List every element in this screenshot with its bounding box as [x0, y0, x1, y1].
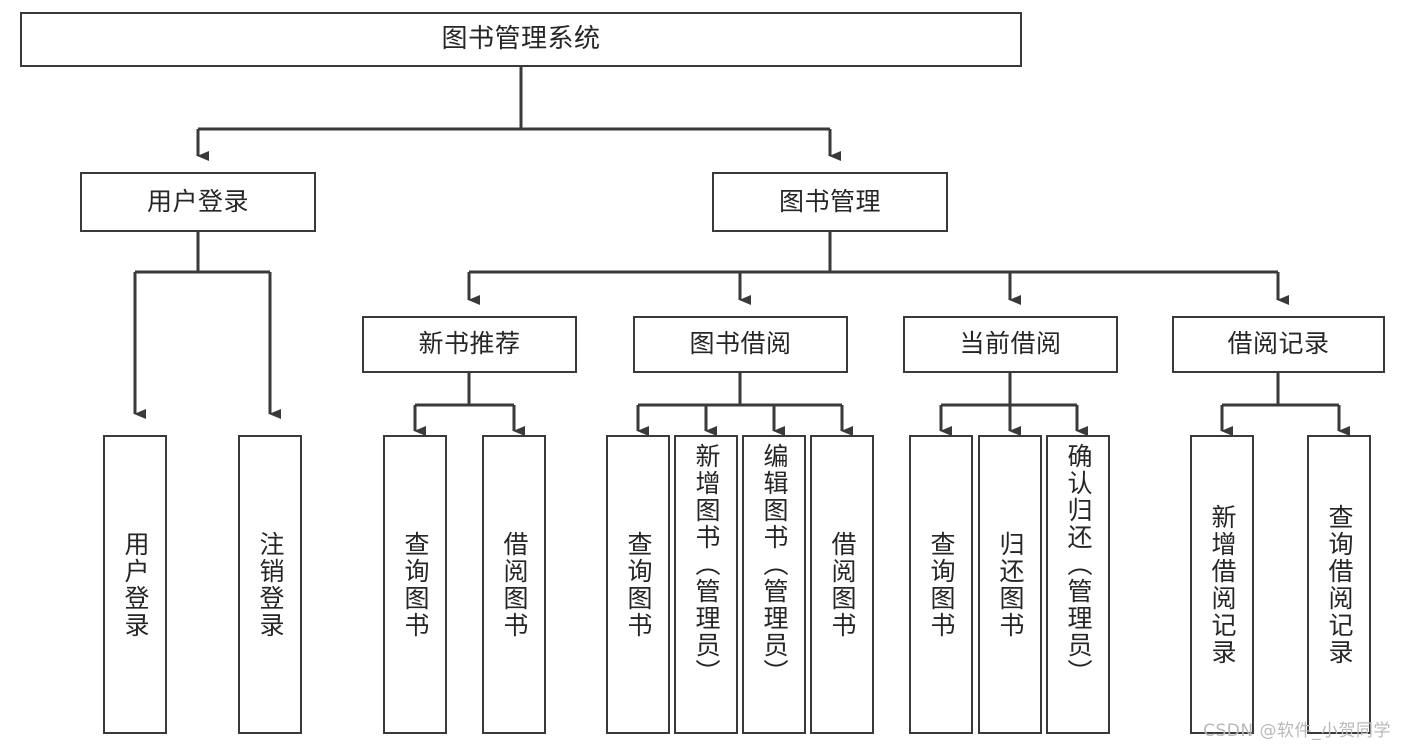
node-book-borrow[interactable]: 图书借阅: [633, 316, 848, 373]
leaf-query-book-borrow[interactable]: 查询图书: [606, 435, 670, 734]
leaf-borrow-book-recommend[interactable]: 借阅图书: [482, 435, 546, 734]
node-label: 借阅图书: [828, 530, 857, 639]
node-root-book-management-system[interactable]: 图书管理系统: [20, 12, 1022, 67]
node-label: 当前借阅: [959, 329, 1062, 359]
leaf-query-book-recommend[interactable]: 查询图书: [383, 435, 447, 734]
leaf-edit-book-admin[interactable]: 编辑图书（管理员）: [742, 435, 806, 734]
node-borrow-record[interactable]: 借阅记录: [1172, 316, 1385, 373]
node-label: 查询借阅记录: [1325, 503, 1354, 666]
leaf-query-borrow-record[interactable]: 查询借阅记录: [1307, 435, 1371, 734]
node-label: 注销登录: [256, 530, 285, 639]
node-label: 查询图书: [401, 530, 430, 639]
node-label: 新增借阅记录: [1208, 503, 1237, 666]
node-label: 图书管理系统: [441, 23, 601, 54]
node-book-management[interactable]: 图书管理: [712, 172, 948, 232]
node-label: 用户登录: [146, 186, 249, 216]
leaf-add-book-admin[interactable]: 新增图书（管理员）: [674, 435, 738, 734]
node-label: 图书借阅: [689, 329, 792, 359]
node-current-borrow[interactable]: 当前借阅: [903, 316, 1118, 373]
node-label: 新书推荐: [418, 329, 521, 359]
node-label: 新增图书（管理员）: [692, 443, 721, 686]
node-new-book-recommend[interactable]: 新书推荐: [362, 316, 577, 373]
node-label: 确认归还（管理员）: [1064, 443, 1093, 686]
node-user-login[interactable]: 用户登录: [80, 172, 316, 232]
node-label: 编辑图书（管理员）: [760, 443, 789, 686]
leaf-logout-login[interactable]: 注销登录: [238, 435, 302, 734]
leaf-return-book[interactable]: 归还图书: [978, 435, 1042, 734]
node-label: 查询图书: [624, 530, 653, 639]
node-label: 查询图书: [927, 530, 956, 639]
node-label: 借阅记录: [1227, 329, 1330, 359]
leaf-borrow-book[interactable]: 借阅图书: [810, 435, 874, 734]
node-label: 归还图书: [996, 530, 1025, 639]
leaf-user-login[interactable]: 用户登录: [103, 435, 167, 734]
leaf-confirm-return-admin[interactable]: 确认归还（管理员）: [1046, 435, 1110, 734]
csdn-watermark: CSDN @软件_小贺同学: [1203, 721, 1391, 741]
node-label: 借阅图书: [500, 530, 529, 639]
node-label: 图书管理: [778, 186, 881, 216]
leaf-add-borrow-record[interactable]: 新增借阅记录: [1190, 435, 1254, 734]
node-label: 用户登录: [121, 530, 150, 639]
leaf-query-book-current[interactable]: 查询图书: [909, 435, 973, 734]
